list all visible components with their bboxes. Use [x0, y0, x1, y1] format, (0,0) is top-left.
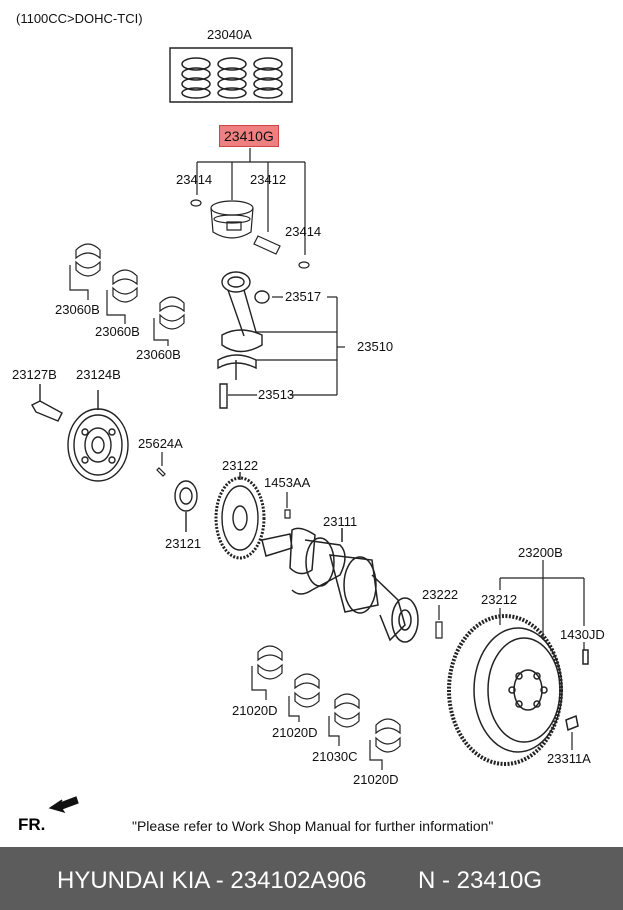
- label-23060B-3: 23060B: [136, 347, 181, 362]
- footer-brand-code: HYUNDAI KIA - 234102A906: [57, 867, 367, 894]
- label-23111: 23111: [323, 514, 358, 529]
- label-23410G-highlighted: 23410G: [219, 125, 279, 147]
- label-21030C: 21030C: [312, 749, 358, 764]
- label-23517: 23517: [285, 289, 322, 304]
- label-25624A: 25624A: [138, 436, 183, 451]
- crankshaft-pulley: [68, 390, 128, 481]
- label-23412: 23412: [250, 172, 287, 187]
- oil-seal-plug: [285, 492, 290, 518]
- piston-pin: [254, 236, 280, 254]
- label-23121: 23121: [165, 536, 202, 551]
- piston-leader-lines: [197, 148, 305, 255]
- footer-bar: HYUNDAI KIA - 234102A906 N - 23410G: [0, 847, 623, 910]
- label-23060B-2: 23060B: [95, 324, 140, 339]
- piston: [191, 200, 309, 268]
- label-21020D-1: 21020D: [232, 703, 278, 718]
- connecting-rod: [218, 272, 269, 408]
- pulley-bolt: [32, 384, 62, 421]
- label-23200B: 23200B: [518, 545, 563, 560]
- label-23311A: 23311A: [547, 751, 591, 766]
- woodruff-key: [157, 452, 165, 476]
- front-direction-label: FR.: [18, 815, 46, 834]
- front-arrow-icon: [50, 797, 78, 812]
- label-23414-right: 23414: [285, 224, 322, 239]
- label-23122: 23122: [222, 458, 259, 473]
- label-1453AA: 1453AA: [264, 475, 311, 490]
- snap-ring-left: [191, 200, 201, 206]
- main-bearings: [252, 646, 400, 770]
- rod-cap: [218, 355, 256, 368]
- small-end-bushing: [255, 291, 269, 303]
- label-21020D-3: 21020D: [353, 772, 399, 787]
- piston-ring-set: [170, 48, 292, 102]
- label-23414-left: 23414: [176, 172, 213, 187]
- label-23222: 23222: [422, 587, 459, 602]
- label-23212: 23212: [481, 592, 518, 607]
- conrod-bearings: [70, 244, 184, 346]
- rod-bolt: [220, 384, 227, 408]
- engine-spec: (1100CC>DOHC-TCI): [16, 11, 143, 26]
- label-23060B-1: 23060B: [55, 302, 100, 317]
- flywheel: [449, 616, 588, 764]
- workshop-note: "Please refer to Work Shop Manual for fu…: [132, 818, 494, 834]
- label-1430JD: 1430JD: [560, 627, 605, 642]
- label-23513: 23513: [258, 387, 295, 402]
- label-23124B: 23124B: [76, 367, 121, 382]
- exploded-parts-diagram: [0, 0, 623, 845]
- target-wheel: [216, 472, 264, 558]
- label-23040A: 23040A: [207, 27, 252, 42]
- dowel-pin: [436, 605, 442, 638]
- conrod-leader-lines: [228, 297, 345, 395]
- label-23127B: 23127B: [12, 367, 57, 382]
- flywheel-leader-lines: [500, 560, 584, 750]
- footer-part-number: N - 23410G: [418, 867, 543, 894]
- crank-sprocket: [175, 481, 197, 532]
- label-21020D-2: 21020D: [272, 725, 318, 740]
- snap-ring-right: [299, 262, 309, 268]
- crankshaft: [262, 528, 418, 642]
- label-23510: 23510: [357, 339, 394, 354]
